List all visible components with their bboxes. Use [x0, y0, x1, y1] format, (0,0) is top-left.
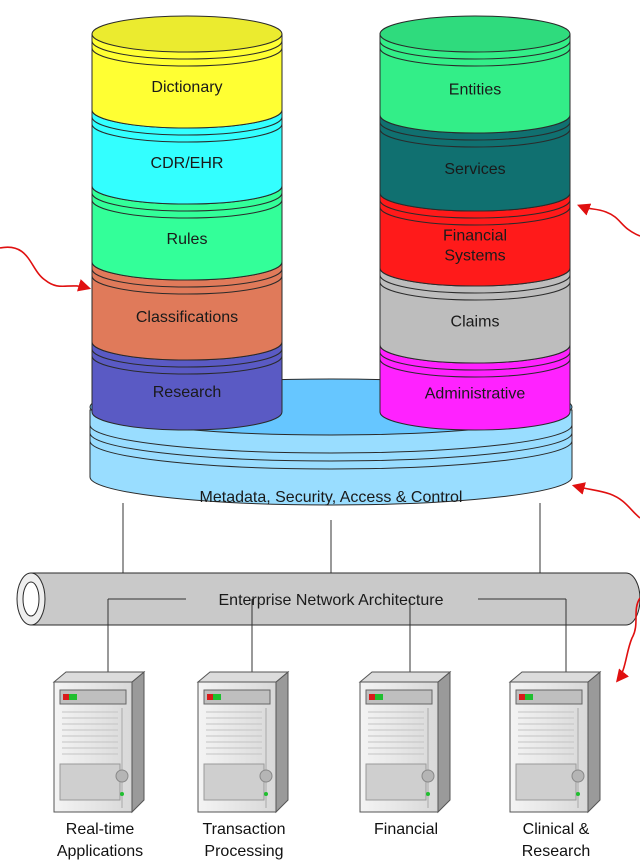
arrow-right-mid [571, 482, 640, 519]
segment-label: Entities [449, 82, 501, 99]
server-row: Real-timeApplicationsTransactionProcessi… [52, 670, 602, 860]
segment-label: CDR/EHR [151, 155, 224, 172]
server-caption-line1: Real-time [66, 821, 135, 838]
server-caption-line1: Transaction [203, 821, 286, 838]
segment-label: Classifications [136, 309, 238, 326]
arrow-right-bottom [616, 597, 640, 683]
segment-entities: Entities [379, 15, 571, 134]
segment-label-line2: Systems [444, 248, 505, 265]
segment-label: Services [444, 161, 505, 178]
network-wiring [107, 598, 567, 675]
server-caption-line2: Processing [204, 843, 283, 860]
segment-label: Dictionary [151, 79, 222, 96]
metadata-label: Metadata, Security, Access & Control [200, 489, 463, 506]
server-caption-line1: Clinical & [523, 821, 590, 838]
server-caption-line1: Financial [374, 821, 438, 838]
segment-dictionary: Dictionary [91, 15, 283, 129]
arrow-right-top [577, 203, 640, 237]
server-caption-line2: Research [522, 843, 590, 860]
server-icon: Financial [358, 670, 452, 838]
left-database-stack: Research Classifications Rules CDR/EHR Dicti… [91, 15, 283, 431]
segment-label: Financial [443, 228, 507, 245]
annotation-arrows [0, 203, 640, 683]
network-label: Enterprise Network Architecture [219, 592, 444, 609]
segment-label: Research [153, 384, 221, 401]
server-caption-line2: Applications [57, 843, 143, 860]
segment-label: Administrative [425, 386, 526, 403]
segment-label: Claims [451, 314, 500, 331]
arrow-left [0, 246, 92, 292]
server-icon: Clinical & Research [508, 670, 602, 860]
segment-label: Rules [167, 231, 208, 248]
